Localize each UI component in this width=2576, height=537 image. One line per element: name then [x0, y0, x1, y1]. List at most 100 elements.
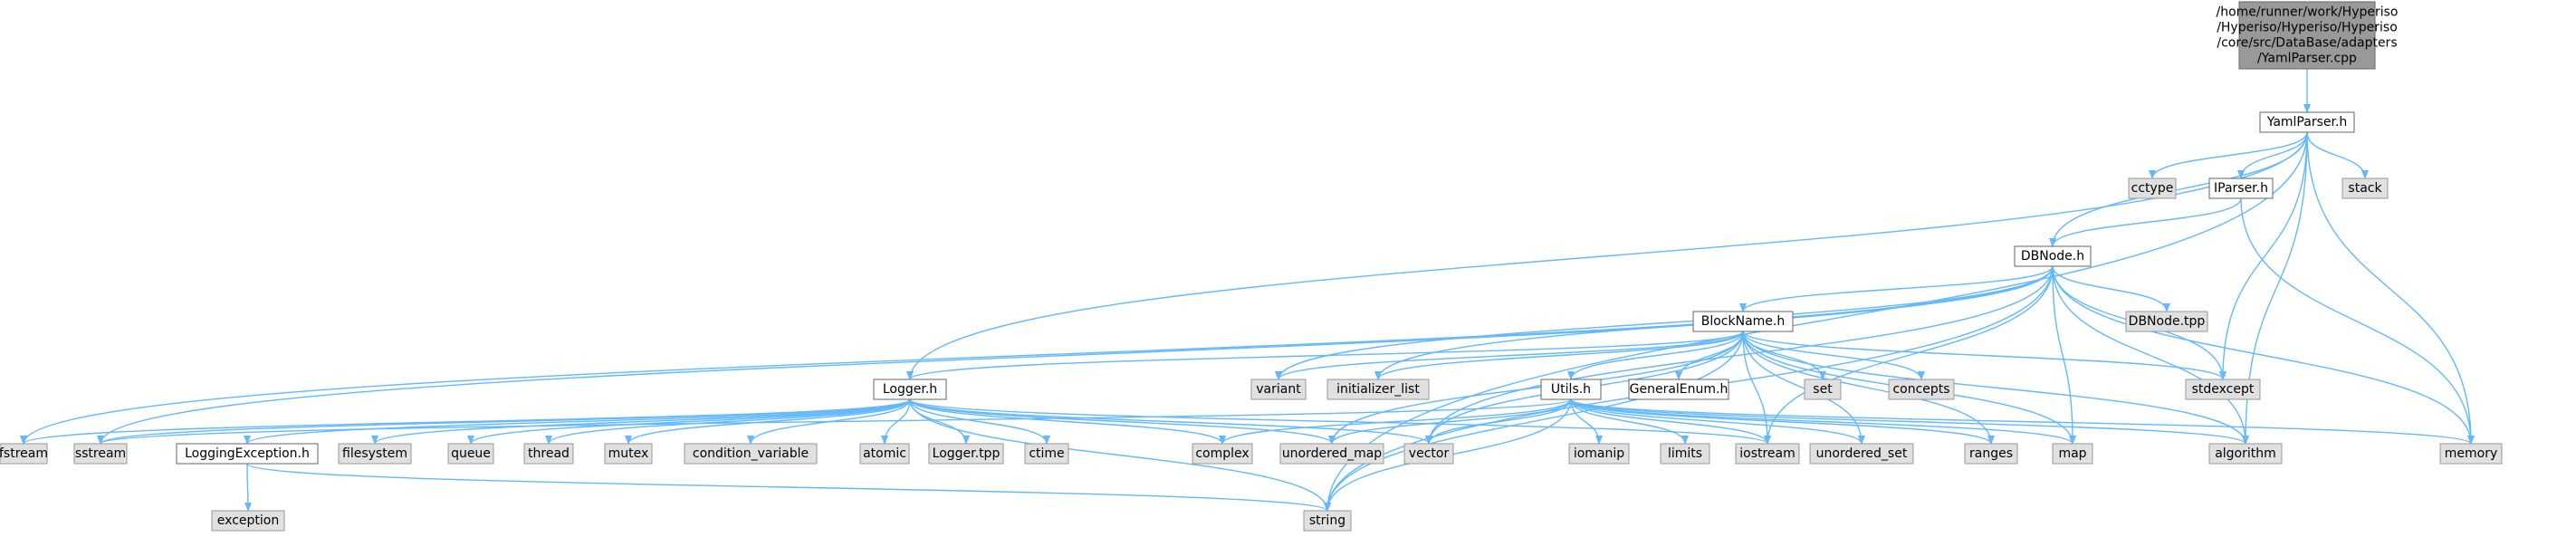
node-box	[0, 443, 48, 465]
node-box	[2341, 177, 2389, 199]
node-box	[2259, 111, 2355, 133]
node-stdexcept: stdexcept	[2185, 379, 2261, 400]
edge-logger_h-to-filesystem	[371, 398, 911, 445]
edge-utils_h-to-memory	[1570, 398, 2475, 445]
edge-utils_h-to-complex	[1219, 398, 1572, 445]
edge-dbnode_h-to-blockname_h	[1739, 265, 2054, 312]
edge-logger_h-to-atomic	[881, 398, 911, 445]
edge-utils_h-to-iomanip	[1570, 398, 1603, 445]
node-box	[1964, 443, 2018, 465]
edge-blockname_h-to-initializer_list	[1374, 331, 1744, 380]
node-blockname-h[interactable]: BlockName.h	[1692, 311, 1794, 332]
edge-blockname_h-to-ranges	[1742, 331, 1995, 445]
node-label: iomanip	[1574, 446, 1624, 461]
node-box	[1660, 443, 1710, 465]
node-label: unordered_map	[1282, 446, 1382, 461]
edge-logger_h-to-string	[909, 398, 1331, 512]
node-box	[1804, 379, 1842, 400]
node-label: Logger.h	[883, 382, 937, 397]
node-label: limits	[1668, 446, 1702, 461]
edge-logger_h-to-queue	[467, 398, 911, 445]
node-label: queue	[451, 446, 491, 461]
node-yamlparser-h[interactable]: YamlParser.h	[2259, 111, 2355, 133]
node-box	[928, 443, 1004, 465]
node-iparser-h[interactable]: IParser.h	[2208, 177, 2274, 199]
node-label: complex	[1195, 446, 1249, 461]
node-box	[1888, 379, 1955, 400]
edge-dbnode_h-to-iostream	[1764, 265, 2054, 445]
node-label: BlockName.h	[1701, 314, 1786, 329]
node-label: vector	[1409, 446, 1450, 461]
node-algorithm: algorithm	[2208, 443, 2283, 465]
node-box	[1250, 379, 1307, 400]
node-set: set	[1804, 379, 1842, 400]
node-label: initializer_list	[1336, 382, 1420, 397]
edge-logger_h-to-vector	[909, 398, 1432, 445]
node-vector: vector	[1403, 443, 1454, 465]
node-label: thread	[528, 446, 570, 461]
node-label: ctime	[1029, 446, 1064, 461]
node-label: stack	[2348, 181, 2382, 196]
edge-logger_h-to-ctime	[909, 398, 1050, 445]
node-label: DBNode.h	[2021, 249, 2084, 264]
node-variant: variant	[1250, 379, 1307, 400]
node-loggingexception-h[interactable]: LoggingException.h	[176, 443, 319, 465]
edge-logger_h-to-mutex	[625, 398, 911, 445]
node-root[interactable]: /home/runner/work/Hyperiso/Hyperiso/Hype…	[2217, 1, 2399, 70]
node-string: string	[1303, 510, 1352, 532]
node-queue: queue	[447, 443, 494, 465]
edge-logger_h-to-complex	[909, 398, 1226, 445]
node-label: mutex	[608, 446, 649, 461]
node-box	[2014, 245, 2092, 267]
edge-logger_h-to-iostream	[909, 398, 1771, 445]
node-label: LoggingException.h	[185, 446, 310, 461]
node-dbnode-h[interactable]: DBNode.h	[2014, 245, 2092, 267]
node-logger-h[interactable]: Logger.h	[873, 379, 947, 400]
edge-iparser_h-to-dbnode_h	[2049, 197, 2242, 247]
edge-yamlparser_h-to-logger_h	[906, 131, 2308, 380]
node-condition-variable: condition_variable	[684, 443, 818, 465]
node-label: filesystem	[342, 446, 407, 461]
node-limits: limits	[1660, 443, 1710, 465]
edge-loggingexception_h-to-exception	[244, 463, 252, 512]
node-box	[2128, 177, 2177, 199]
edge-blockname_h-to-algorithm	[1742, 331, 2249, 445]
edge-yamlparser_h-to-iparser_h	[2237, 131, 2308, 179]
node-label: YamlParser.h	[2266, 115, 2348, 129]
node-initializer-list: initializer_list	[1326, 379, 1430, 400]
node-label: IParser.h	[2214, 181, 2268, 196]
node-unordered-map: unordered_map	[1279, 443, 1384, 465]
edge-utils_h-to-unordered_set	[1570, 398, 1865, 445]
node-complex: complex	[1192, 443, 1253, 465]
node-thread: thread	[523, 443, 574, 465]
node-label: fstream	[0, 446, 48, 461]
node-cctype: cctype	[2128, 177, 2177, 199]
edge-utils_h-to-iostream	[1570, 398, 1771, 445]
node-box	[1809, 443, 1914, 465]
node-unordered-set: unordered_set	[1809, 443, 1914, 465]
node-iomanip: iomanip	[1568, 443, 1630, 465]
node-label: Utils.h	[1551, 382, 1591, 397]
node-box	[338, 443, 412, 465]
node-generalenum-h[interactable]: GeneralEnum.h	[1628, 379, 1729, 400]
edge-logger_h-to-thread	[545, 398, 911, 445]
node-box	[2208, 177, 2274, 199]
edge-dbnode_h-to-map	[2052, 265, 2076, 445]
node-label: /Hyperiso/Hyperiso/Hyperiso	[2217, 21, 2398, 35]
node-label: algorithm	[2215, 446, 2276, 461]
edge-logger_h-to-loggingexception_h	[244, 398, 911, 445]
node-label: GeneralEnum.h	[1630, 382, 1729, 397]
node-label: exception	[217, 513, 279, 528]
node-map: map	[2052, 443, 2093, 465]
node-box	[73, 443, 128, 465]
node-label: DBNode.tpp	[2129, 314, 2206, 329]
node-utils-h[interactable]: Utils.h	[1540, 379, 1602, 400]
node-label: condition_variable	[693, 446, 809, 461]
node-box	[1024, 443, 1069, 465]
node-box	[2208, 443, 2283, 465]
node-box	[2185, 379, 2261, 400]
node-label: /home/runner/work/Hyperiso	[2217, 5, 2399, 20]
edge-blockname_h-to-utils_h	[1567, 331, 1744, 380]
edge-logger_h-to-unordered_map	[909, 398, 1336, 445]
